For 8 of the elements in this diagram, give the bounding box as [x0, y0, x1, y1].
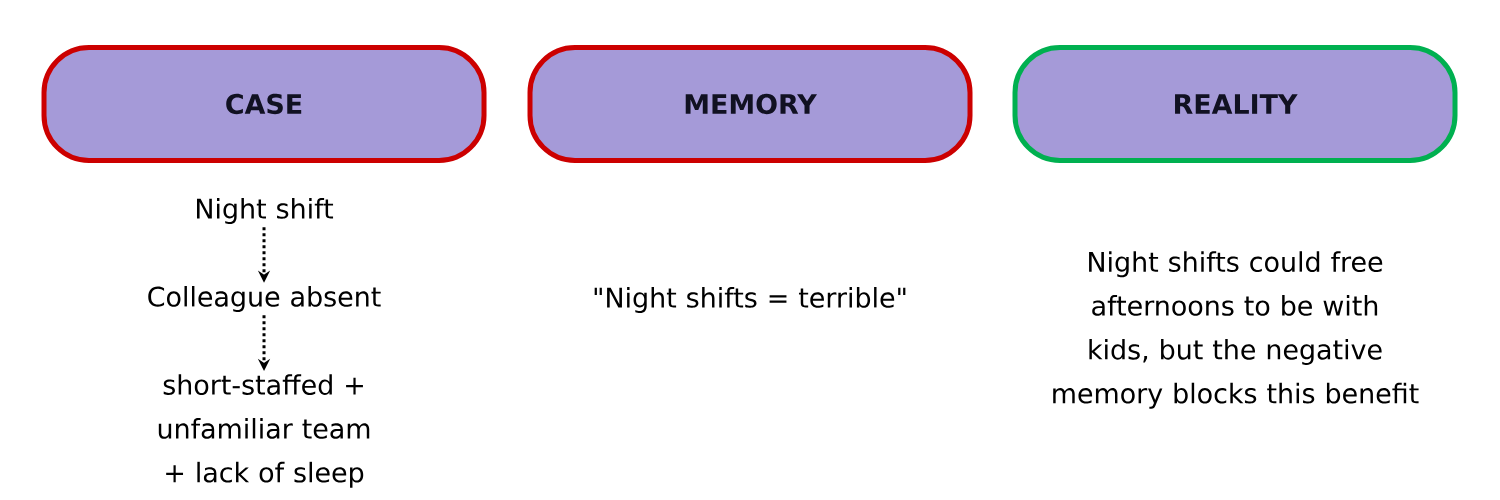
stage-box: MEMORY: [527, 45, 973, 163]
note-text: "Night shifts = terrible": [594, 286, 906, 313]
stage-box: CASE: [41, 45, 487, 163]
step-text: Colleague absent: [148, 285, 381, 312]
stage-box: REALITY: [1012, 45, 1458, 163]
note-text: Night shifts could free afternoons to be with kids, but the negative memory blocks this benefit: [1053, 251, 1419, 409]
step-text: Night shift: [197, 197, 334, 224]
step-text: short-staffed + unfamiliar team + lack of sleep: [158, 374, 370, 488]
